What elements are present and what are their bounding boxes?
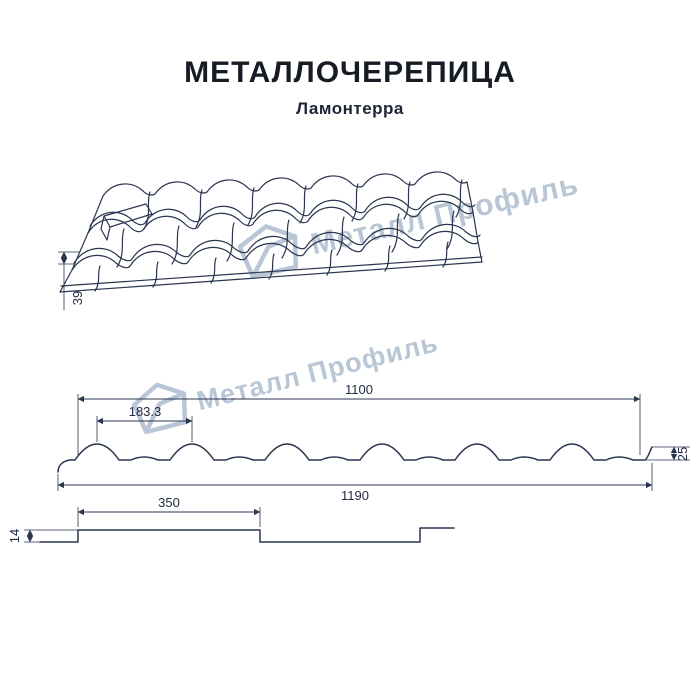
dim-14-extension-lines — [24, 529, 78, 543]
page-title: МЕТАЛЛОЧЕРЕПИЦА — [184, 56, 516, 89]
roof-row2-step-line — [89, 193, 476, 227]
dim-350-label: 350 — [158, 495, 180, 510]
dim-14-label: 14 — [7, 529, 22, 543]
watermark-text: Металл Профиль — [194, 327, 441, 416]
metall-profil-logo-icon — [237, 224, 299, 280]
dim-350-extension-lines — [77, 507, 261, 527]
roof-barge-board-detail — [100, 203, 153, 241]
roof-right-edge — [466, 181, 483, 263]
watermark-2: Металл Профиль — [132, 327, 441, 435]
dim-183-label: 183.3 — [129, 404, 162, 419]
page-subtitle: Ламонтерра — [296, 99, 404, 118]
roof-ridge-wave-line — [102, 171, 468, 197]
longitudinal-step-profile: 350 14 — [7, 495, 455, 543]
dim-1190-label: 1190 — [341, 488, 369, 503]
roof-left-edge — [59, 195, 104, 293]
roof-tile-joints-band2 — [116, 210, 455, 268]
cross-section-profile: 1100 183.3 25 1190 — [57, 382, 690, 503]
profile-wave-line — [57, 443, 653, 473]
perspective-roof-view: 39 — [58, 171, 483, 310]
dim-1100-label: 1100 — [345, 382, 373, 397]
step-profile-line — [39, 527, 455, 543]
dim-39-label: 39 — [70, 291, 85, 305]
watermark-1: Металл Профиль — [237, 168, 582, 280]
roof-row2-wave-line — [87, 200, 474, 234]
dim-1190-extension-lines — [57, 463, 653, 491]
roof-row3-step-line — [73, 223, 481, 264]
dim-25-label: 25 — [675, 447, 690, 461]
roof-row3-wave-line — [71, 230, 479, 271]
roof-tile-joints-band3 — [94, 241, 449, 292]
roof-tile-joints-band1 — [143, 179, 463, 230]
dim-1100-extension-lines — [77, 394, 641, 455]
